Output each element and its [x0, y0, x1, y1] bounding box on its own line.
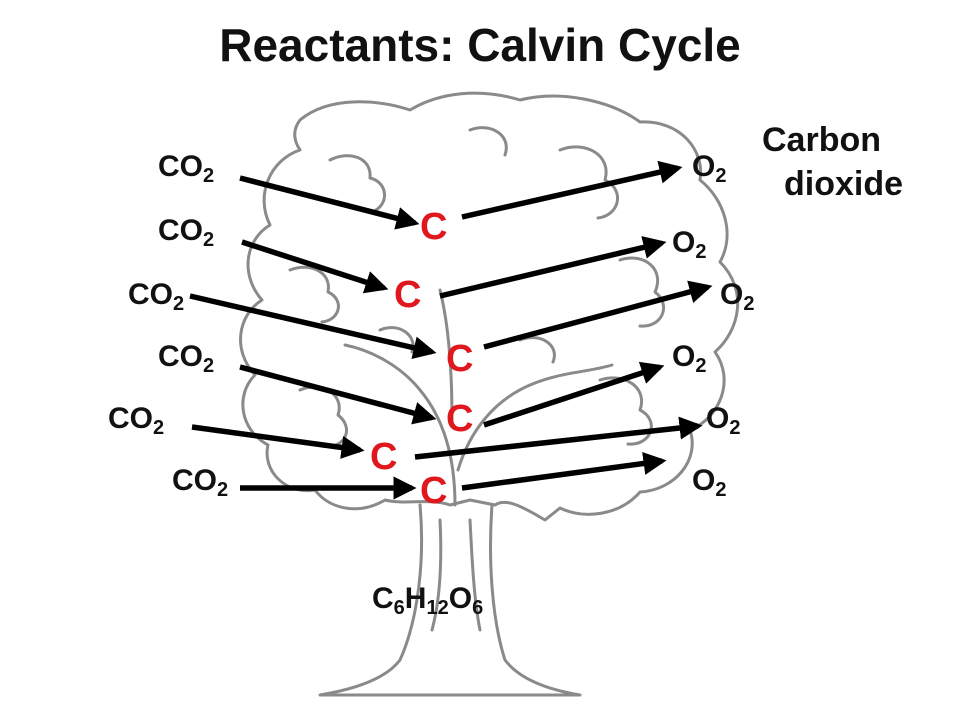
- arrow-c6-to-o2-6: [461, 452, 667, 491]
- carbon-atom: C: [446, 338, 474, 380]
- o2-label: O2: [692, 150, 727, 187]
- carbon-atom: C: [420, 470, 448, 512]
- tree-canopy-outline: [239, 91, 740, 522]
- arrow-co2-3-to-c3: [189, 293, 437, 360]
- co2-label: CO2: [108, 402, 165, 439]
- carbon-atom: C: [420, 206, 448, 248]
- co2-label: CO2: [172, 464, 229, 501]
- o2-label: O2: [720, 278, 755, 315]
- note-line-2: dioxide: [784, 165, 904, 203]
- o2-label: O2: [692, 464, 727, 501]
- arrow-c1-to-o2-1: [461, 160, 683, 220]
- arrow-c2-to-o2-2: [439, 236, 667, 299]
- arrow-co2-4-to-c4: [239, 364, 437, 425]
- tree-trunk-outline: [318, 503, 582, 697]
- carbon-atom: C: [446, 398, 474, 440]
- arrow-c3-to-o2-3: [483, 280, 713, 350]
- o2-label: O2: [672, 226, 707, 263]
- carbon-atom: C: [370, 436, 398, 478]
- co2-label: CO2: [128, 278, 185, 315]
- carbon-atom: C: [394, 274, 422, 316]
- carbon-dioxide-note: Carbon dioxide: [762, 118, 903, 206]
- arrow-co2-5-to-c5: [191, 424, 365, 459]
- o2-label: O2: [672, 340, 707, 377]
- co2-label: CO2: [158, 150, 215, 187]
- co2-label: CO2: [158, 340, 215, 377]
- arrow-c5-to-o2-5: [414, 416, 703, 460]
- glucose-formula: C6H12O6: [372, 582, 484, 619]
- arrow-c4-to-o2-4: [483, 361, 665, 428]
- arrow-co2-1-to-c1: [239, 175, 420, 230]
- co2-label: CO2: [158, 214, 215, 251]
- arrow-co2-2-to-c2: [241, 239, 389, 294]
- o2-label: O2: [706, 402, 741, 439]
- slide-title: Reactants: Calvin Cycle: [219, 19, 741, 71]
- note-line-1: Carbon: [762, 121, 881, 159]
